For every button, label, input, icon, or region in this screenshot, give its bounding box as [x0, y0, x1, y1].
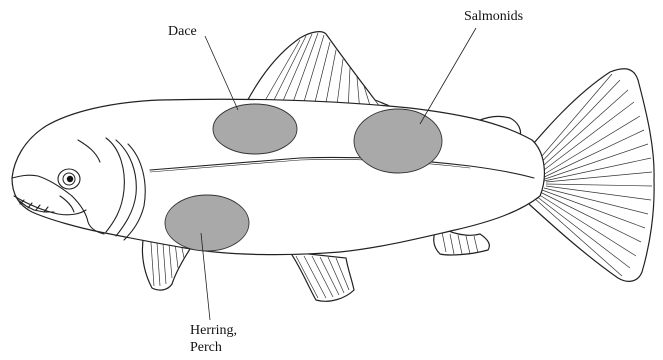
perch-label: Perch: [190, 340, 222, 355]
pelvic-fin: [290, 252, 354, 301]
salmonids-label: Salmonids: [464, 9, 523, 24]
salmonids-leader-line: [420, 28, 476, 124]
herring-perch-sampling-spot: [165, 195, 249, 251]
fish-eye: [58, 169, 80, 189]
dace-sampling-spot: [213, 104, 297, 154]
salmonids-sampling-spot: [354, 109, 442, 173]
dace-label: Dace: [168, 24, 197, 39]
herring-label: Herring,: [190, 323, 237, 338]
